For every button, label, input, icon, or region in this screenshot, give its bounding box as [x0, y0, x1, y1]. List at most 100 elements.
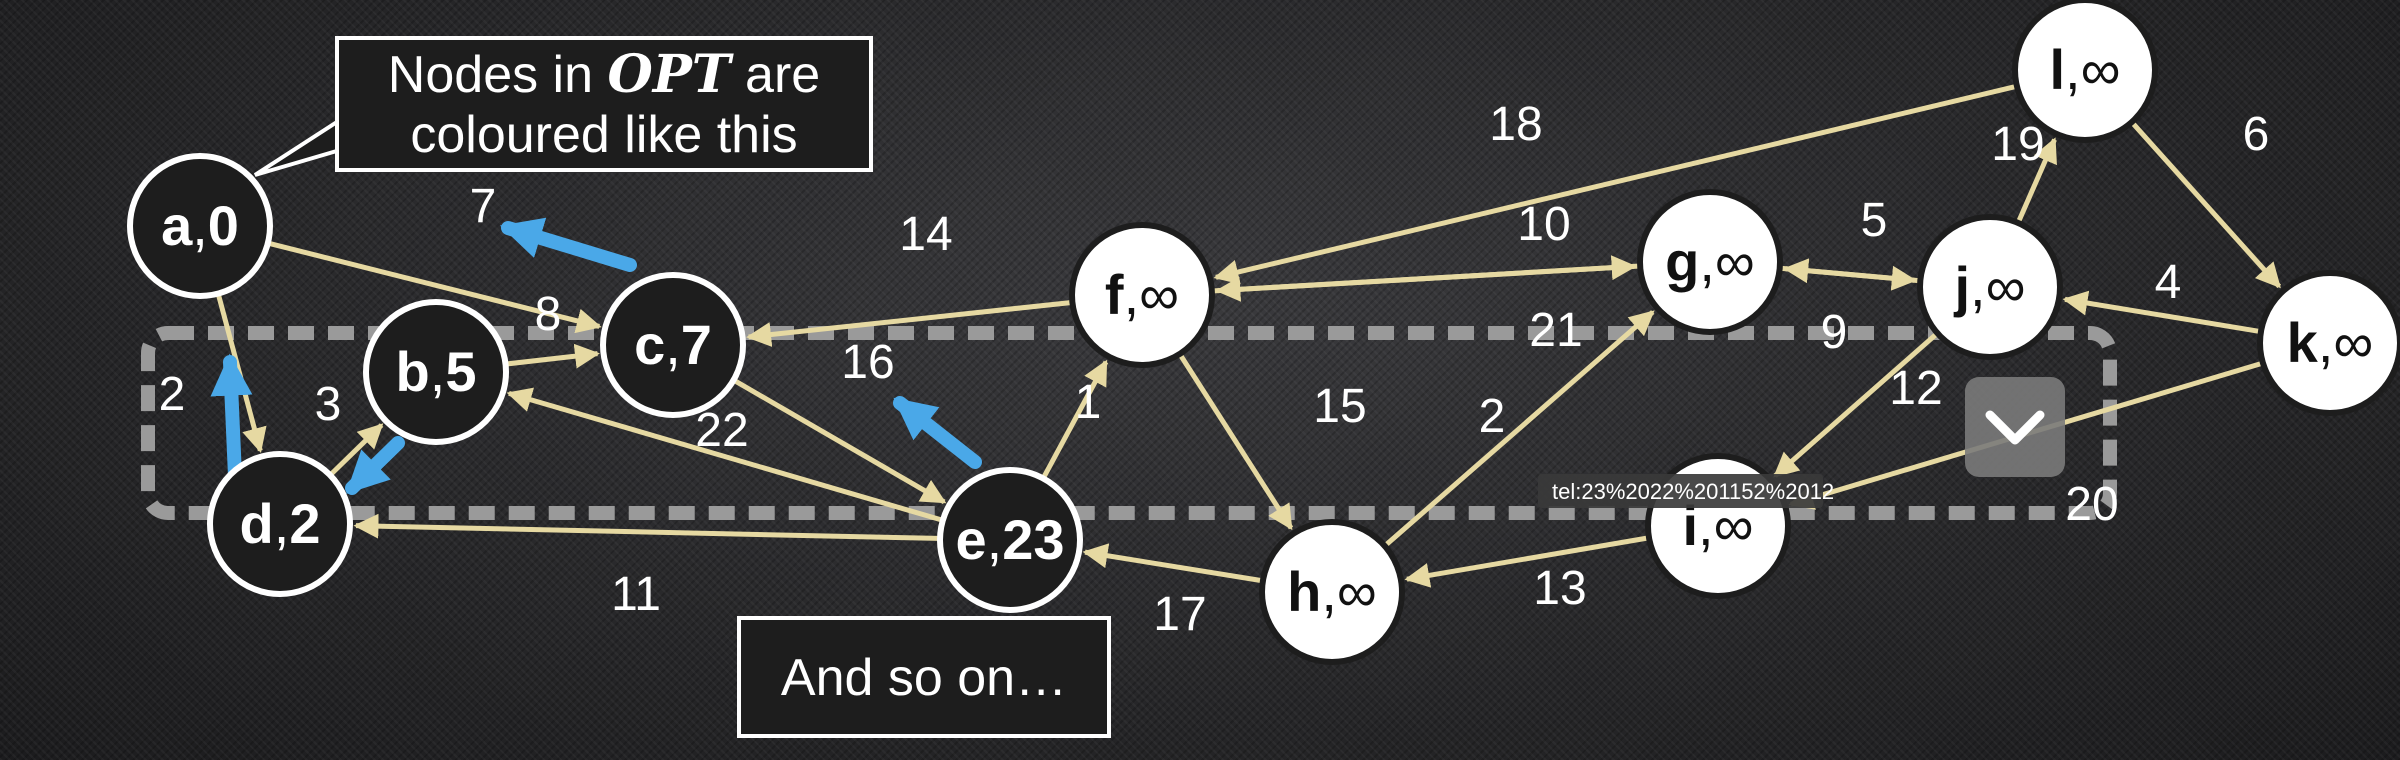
node-k[interactable]: k,∞: [2257, 270, 2400, 416]
node-separator: ,: [192, 194, 208, 257]
edge-a-c: [269, 241, 602, 334]
edge-f-h: [1178, 354, 1294, 531]
node-a[interactable]: a,0: [127, 153, 273, 299]
url-tooltip: tel:23%2022%201152%2012: [1538, 474, 1834, 508]
edge-f-c: [746, 300, 1071, 347]
edge-weight-k-j: 4: [2155, 256, 2182, 309]
node-f[interactable]: f,∞: [1069, 222, 1215, 368]
node-label-j: j,∞: [1953, 255, 2025, 318]
edge-weight-b-c: 8: [535, 288, 562, 341]
node-l[interactable]: l,∞: [2012, 0, 2158, 143]
node-separator: ,: [1970, 255, 1986, 318]
and-so-on-text: And so on…: [781, 649, 1067, 707]
node-circle-a[interactable]: [127, 153, 273, 299]
edge-weight-d-b: 3: [315, 378, 342, 431]
node-separator: ,: [1124, 263, 1140, 326]
legend-line-2: coloured like this: [410, 106, 797, 164]
dropdown-button-bg[interactable]: [1965, 377, 2065, 477]
node-j[interactable]: j,∞: [1917, 214, 2063, 360]
edge-i-h: [1404, 535, 1648, 588]
node-name: c: [634, 313, 665, 376]
node-distance: ∞: [1337, 560, 1377, 623]
node-h[interactable]: h,∞: [1259, 519, 1405, 665]
node-circle-c[interactable]: [600, 272, 746, 418]
node-separator: ,: [987, 508, 1003, 571]
edge-e-f: [1041, 359, 1109, 478]
node-name: b: [396, 340, 430, 403]
node-g[interactable]: g,∞: [1637, 189, 1783, 335]
node-label-c: c,7: [634, 313, 712, 376]
node-circle-k[interactable]: [2257, 270, 2400, 416]
node-b[interactable]: b,5: [363, 299, 509, 445]
url-tooltip-text: tel:23%2022%201152%2012: [1552, 479, 1834, 504]
edge-weight-g-f: 10: [1517, 198, 1570, 251]
and-so-on-box: [737, 616, 1111, 738]
node-circle-h[interactable]: [1259, 519, 1405, 665]
edge-e-d: [353, 513, 939, 541]
node-name: e: [955, 508, 986, 571]
node-separator: ,: [430, 340, 446, 403]
edge-k-j: [2062, 290, 2260, 334]
opt-arrow-a-d: [210, 353, 253, 483]
node-circle-f[interactable]: [1069, 222, 1215, 368]
edge-weight-h-g: 2: [1479, 390, 1506, 443]
node-label-h: h,∞: [1287, 560, 1377, 623]
node-e[interactable]: e,23: [937, 467, 1083, 613]
legend-opt-word: OPT: [607, 44, 733, 105]
node-label-a: a,0: [161, 194, 239, 257]
node-name: a: [161, 194, 193, 257]
node-c[interactable]: c,7: [600, 272, 746, 418]
edge-j-i: [1773, 332, 1938, 478]
legend-callout-pointer: [253, 116, 342, 177]
node-circle-g[interactable]: [1637, 189, 1783, 335]
edges-layer: [216, 84, 2282, 588]
node-label-b: b,5: [396, 340, 477, 403]
edge-weight-h-e: 17: [1153, 588, 1206, 641]
node-separator: ,: [274, 492, 290, 555]
edge-h-g: [1384, 310, 1655, 547]
node-separator: ,: [1699, 230, 1715, 293]
node-circle-j[interactable]: [1917, 214, 2063, 360]
edge-b-c: [507, 343, 600, 369]
node-name: h: [1287, 560, 1321, 623]
node-distance: 2: [289, 492, 320, 555]
node-distance: 5: [445, 340, 476, 403]
chevron-down-icon: [1985, 410, 2045, 445]
node-label-d: d,2: [240, 492, 321, 555]
node-circle-e[interactable]: [937, 467, 1083, 613]
node-separator: ,: [1321, 560, 1337, 623]
legend-line-1-pre: Nodes in: [388, 46, 608, 104]
edge-h-e: [1082, 543, 1262, 583]
edge-e-b: [506, 387, 942, 523]
node-circle-l[interactable]: [2012, 0, 2158, 143]
node-circle-b[interactable]: [363, 299, 509, 445]
edge-j-l: [2016, 137, 2057, 223]
opt-arrow-d-b: [345, 436, 405, 495]
node-label-f: f,∞: [1105, 263, 1179, 326]
edge-j-g: [1783, 258, 1919, 284]
edge-weight-g-j: 9: [1821, 306, 1848, 359]
and-so-on-callout: And so on…: [737, 616, 1111, 738]
opt-arrows-layer: [210, 217, 982, 495]
node-d[interactable]: d,2: [207, 451, 353, 597]
node-label-e: e,23: [955, 508, 1064, 571]
edge-weight-f-h: 15: [1313, 380, 1366, 433]
node-label-g: g,∞: [1665, 230, 1755, 293]
node-circle-d[interactable]: [207, 451, 353, 597]
node-distance: ∞: [1986, 255, 2026, 318]
node-name: d: [240, 492, 274, 555]
edge-d-b: [329, 423, 384, 476]
dropdown-button[interactable]: [1965, 377, 2065, 477]
edge-weight-a-d: 2: [159, 368, 186, 421]
node-label-k: k,∞: [2287, 311, 2374, 374]
node-distance: ∞: [1715, 230, 1755, 293]
node-name: k: [2287, 311, 2319, 374]
node-name: l: [2049, 38, 2065, 101]
edge-weight-a-c: 7: [470, 180, 497, 233]
node-label-l: l,∞: [2049, 38, 2120, 101]
node-distance: ∞: [2081, 38, 2121, 101]
edge-weight-l-f: 18: [1489, 98, 1542, 151]
